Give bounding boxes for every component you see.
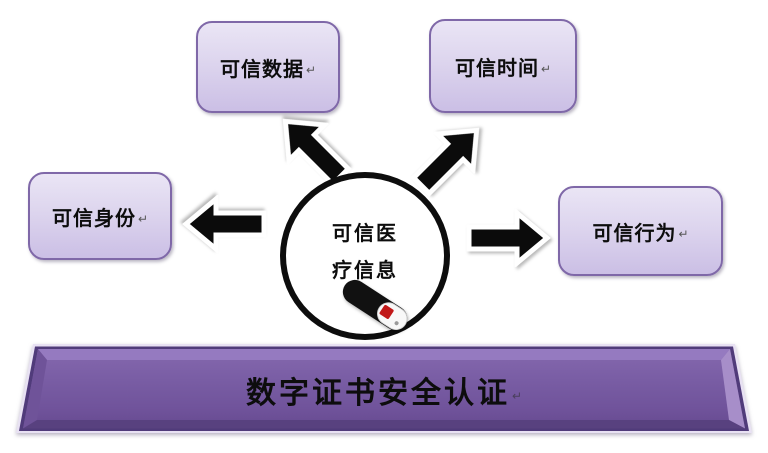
- node-label: 可信身份: [51, 207, 136, 230]
- node-label: 可信时间: [454, 57, 539, 80]
- paragraph-mark-icon: ↵: [137, 212, 149, 226]
- node-label: 可信数据: [219, 58, 304, 81]
- paragraph-mark-icon: ↵: [305, 63, 317, 77]
- arrow-up-right-icon: [410, 127, 480, 197]
- arrow-up-left-icon: [282, 118, 352, 188]
- arrow-left-icon: [182, 195, 267, 253]
- hub-label-line1: 可信医: [332, 223, 398, 245]
- paragraph-mark-icon: ↵: [511, 389, 523, 403]
- node-trusted-behavior: 可信行为↵: [558, 186, 723, 276]
- arrow-right-icon: [466, 209, 551, 267]
- banner-digital-certificate: 数字证书安全认证↵: [0, 348, 768, 432]
- node-trusted-data: 可信数据↵: [196, 21, 340, 113]
- banner-shape: [16, 344, 752, 433]
- node-trusted-identity: 可信身份↵: [28, 172, 172, 260]
- usb-key-icon: [342, 279, 408, 331]
- banner-label: 数字证书安全认证: [245, 377, 510, 410]
- node-trusted-time: 可信时间↵: [429, 19, 577, 113]
- paragraph-mark-icon: ↵: [540, 62, 552, 76]
- hub-label-line2: 疗信息: [332, 260, 398, 282]
- hub-trusted-medical-info: 可信医 疗信息: [280, 172, 450, 340]
- node-label: 可信行为: [592, 222, 677, 245]
- paragraph-mark-icon: ↵: [678, 227, 689, 241]
